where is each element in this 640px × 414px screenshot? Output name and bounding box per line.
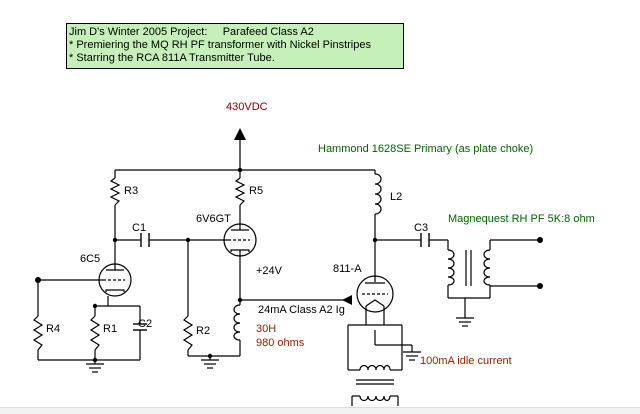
arrow-up-icon [234, 128, 246, 140]
r5-symbol [234, 177, 246, 206]
label-430vdc: 430VDC [226, 101, 268, 113]
label-plus-24v: +24V [256, 265, 283, 277]
label-c2: C2 [138, 318, 152, 330]
r1-symbol [89, 315, 101, 351]
label-idle-current: 100mA idle current [420, 355, 512, 367]
note-line-transformer: * Premiering the MQ RH PF transformer wi… [69, 39, 371, 51]
label-6c5: 6C5 [80, 253, 100, 265]
tube-811a-symbol [356, 275, 394, 313]
resistors [32, 177, 246, 351]
ground-icon [201, 359, 219, 369]
output-terminal-hot[interactable] [537, 237, 543, 243]
label-output-xfmr: Magnequest RH PF 5K:8 ohm [448, 213, 595, 225]
note-line-title: Jim D's Winter 2005 Project: Parafeed Cl… [69, 26, 314, 38]
bottom-scroll-strip [0, 407, 640, 414]
wires [37, 138, 540, 371]
project-note: Jim D's Winter 2005 Project: Parafeed Cl… [66, 23, 404, 69]
ground-icon [456, 317, 474, 327]
r4-symbol [32, 315, 44, 351]
r3-symbol [109, 177, 121, 206]
label-r4: R4 [46, 323, 60, 335]
note-line-tube: * Starring the RCA 811A Transmitter Tube… [69, 52, 275, 64]
label-980-ohms: 980 ohms [256, 337, 305, 349]
label-r1: R1 [103, 323, 117, 335]
label-l2: L2 [390, 191, 402, 203]
filament-xfmr-secondary [359, 395, 391, 402]
label-30h: 30H [256, 323, 276, 335]
capacitors [133, 233, 430, 331]
label-r5: R5 [249, 185, 263, 197]
label-c1: C1 [132, 222, 146, 234]
label-811a: 811-A [333, 263, 362, 275]
l2-coil [374, 173, 382, 215]
filament-xfmr-primary [359, 364, 391, 371]
label-r2: R2 [196, 325, 210, 337]
xfmr-primary-coil [447, 249, 455, 286]
output-terminal-return[interactable] [537, 283, 543, 289]
label-r3: R3 [124, 185, 138, 197]
junctions [92, 167, 378, 363]
label-6v6gt: 6V6GT [196, 213, 231, 225]
label-c3: C3 [414, 222, 428, 234]
tube-6c5-symbol [98, 262, 132, 297]
choke-30h-coil [233, 304, 241, 341]
ground-icon [86, 363, 104, 373]
tubes [98, 222, 394, 313]
inductors [233, 173, 491, 406]
grounds [86, 317, 474, 373]
input-terminal[interactable] [35, 277, 41, 283]
r2-symbol [182, 315, 194, 351]
label-choke-note: Hammond 1628SE Primary (as plate choke) [318, 143, 533, 155]
labels: 430VDC Hammond 1628SE Primary (as plate … [46, 101, 595, 367]
tube-6v6-symbol [223, 222, 257, 258]
terminals [35, 237, 543, 289]
label-grid-current: 24mA Class A2 Ig [258, 304, 345, 316]
arrow-left-icon [342, 295, 352, 305]
ground-icon [403, 345, 421, 361]
arrows [234, 128, 352, 305]
xfmr-secondary-coil [483, 249, 491, 286]
